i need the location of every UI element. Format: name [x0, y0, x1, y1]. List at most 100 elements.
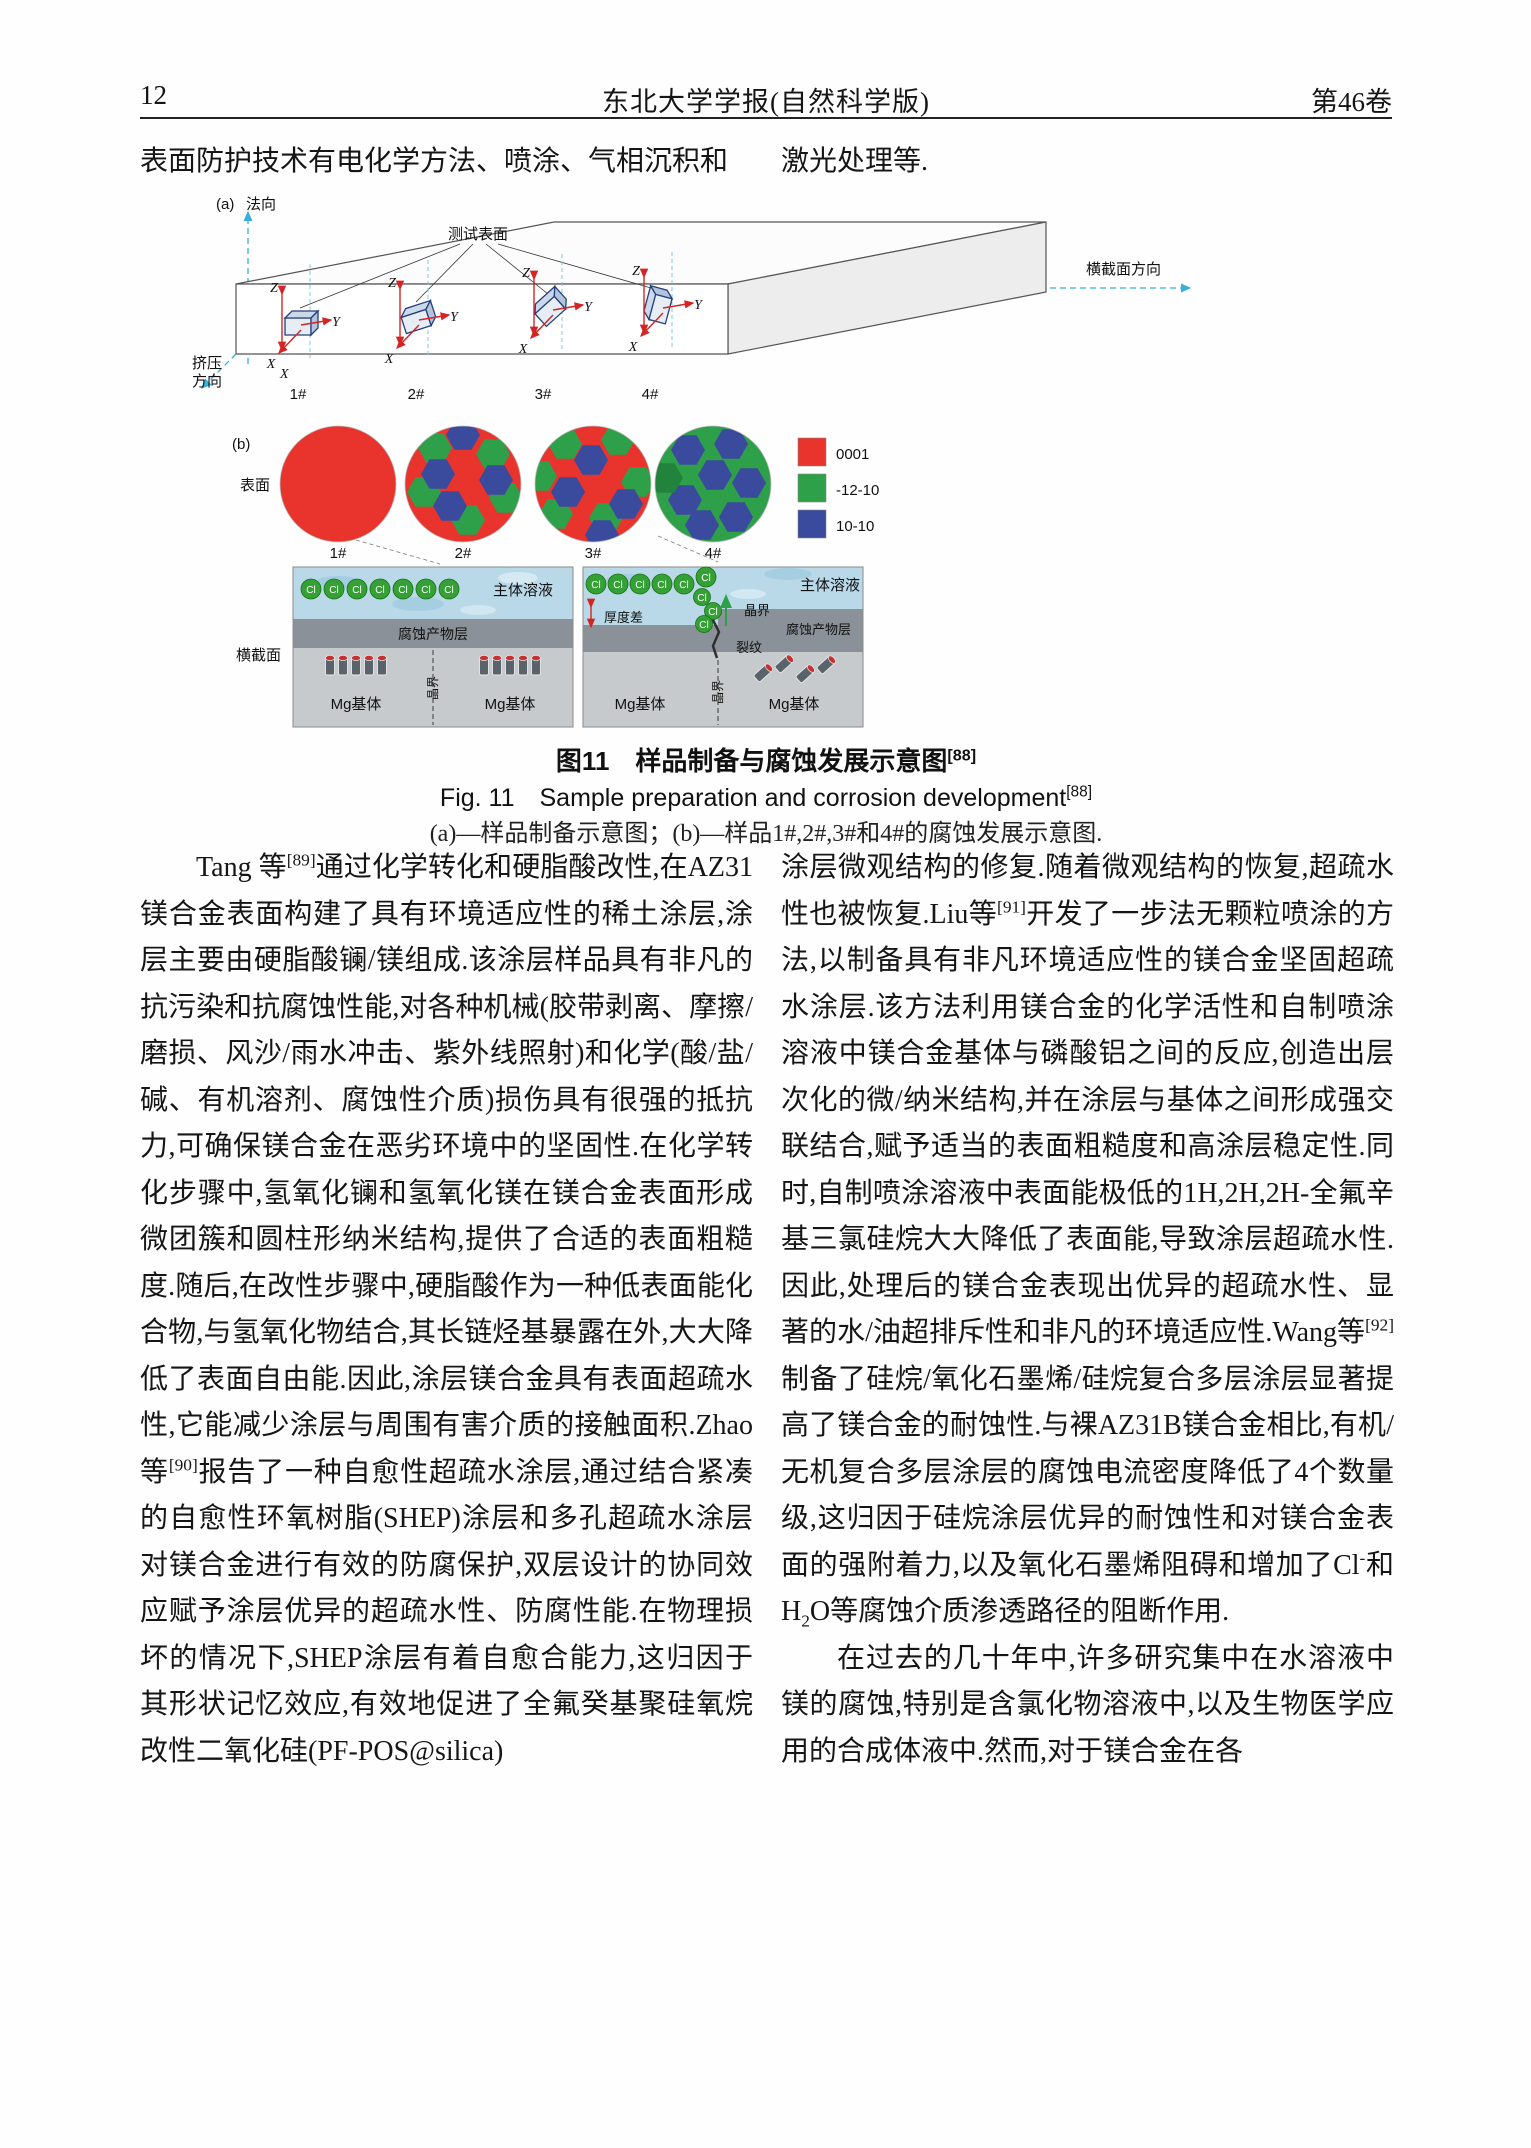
svg-text:Cl: Cl	[613, 580, 622, 591]
surface-map-4-outline	[654, 425, 772, 543]
extrusion-label-1: 挤压	[192, 355, 222, 372]
surface-map-2	[405, 426, 521, 542]
grain-boundary-label: 晶界	[744, 603, 770, 618]
body-column-right: 涂层微观结构的修复.随着微观结构的恢复,超疏水性也被恢复.Liu等[91]开发了…	[781, 845, 1394, 1775]
surface-map-3-outline	[534, 425, 652, 543]
figure-caption-notes-text: (a)—样品制备示意图；(b)—样品1#,2#,3#和4#的腐蚀发展示意图.	[429, 821, 1103, 847]
sample-3-label: 3#	[535, 386, 552, 403]
x-axis-label: X	[266, 357, 276, 372]
leader-line	[485, 243, 549, 295]
leader-line	[497, 243, 659, 291]
crack-label: 裂纹	[736, 640, 762, 655]
figure-caption-cn-text: 图11 样品制备与腐蚀发展示意图	[555, 746, 948, 776]
cross-section-left-panel: Cl Cl Cl Cl Cl Cl Cl 主体溶液 腐蚀产物层 晶界 Mg基体 …	[292, 566, 574, 728]
legend-swatch-0001	[797, 437, 827, 467]
chloride-ions: Cl Cl Cl Cl Cl Cl Cl	[300, 578, 460, 600]
connector-line	[657, 535, 719, 563]
figure-caption-en-ref: [88]	[1066, 783, 1093, 801]
sample-4-label: 4#	[705, 545, 722, 562]
extrusion-label-2: 方向	[192, 373, 222, 390]
grain-boundary-label: 晶界	[711, 680, 725, 704]
svg-text:Cl: Cl	[635, 580, 644, 591]
figure-caption-en-text: Fig. 11 Sample preparation and corrosion…	[439, 784, 1067, 812]
svg-text:Cl: Cl	[306, 585, 315, 596]
figure-caption-cn-ref: [88]	[947, 746, 977, 765]
y-axis-label: Y	[694, 298, 704, 313]
sample-3-label: 3#	[585, 545, 602, 562]
intro-left-text: 表面防护技术有电化学方法、喷涂、气相沉积和	[140, 146, 729, 177]
z-axis-label: Z	[632, 264, 640, 279]
svg-text:Cl: Cl	[421, 585, 430, 596]
mg-matrix-label: Mg基体	[769, 696, 820, 713]
z-axis-label: Z	[270, 281, 278, 296]
leader-line	[299, 243, 461, 309]
legend-label-10-10: 10-10	[836, 518, 874, 535]
body-paragraph: 在过去的几十年中,许多研究集中在水溶液中镁的腐蚀,特别是含氯化物溶液中,以及生物…	[781, 1642, 1394, 1767]
journal-title: 东北大学学报(自然科学版)	[602, 87, 930, 117]
grain-boundary-label: 晶界	[426, 676, 440, 700]
surface-label: 表面	[240, 477, 270, 494]
cross-section-panels: 横截面 Cl Cl Cl Cl Cl Cl Cl	[236, 566, 864, 728]
svg-text:Cl: Cl	[375, 585, 384, 596]
svg-text:Cl: Cl	[352, 585, 361, 596]
y-axis-label: Y	[450, 310, 460, 325]
svg-text:Cl: Cl	[701, 573, 710, 584]
cross-section-label: 横截面	[236, 647, 281, 664]
normal-direction-label: 法向	[246, 196, 276, 213]
surface-map-1	[280, 426, 396, 542]
surface-map-1-outline	[279, 425, 397, 543]
svg-text:Cl: Cl	[444, 585, 453, 596]
sample-2-label: 2#	[455, 545, 472, 562]
intro-lines: 表面防护技术有电化学方法、喷涂、气相沉积和 激光处理等.	[140, 139, 1392, 179]
leader-line	[415, 243, 474, 303]
body-column-left: Tang 等[89]通过化学转化和硬脂酸改性,在AZ31镁合金表面构建了具有环境…	[140, 845, 753, 1775]
legend: 0001 -12-10 10-10	[797, 437, 879, 539]
y-axis-label: Y	[332, 315, 342, 330]
corrosion-product-label: 腐蚀产物层	[786, 622, 851, 637]
figure-caption-cn: 图11 样品制备与腐蚀发展示意图[88]	[140, 741, 1392, 778]
x-axis-label: X	[518, 342, 528, 357]
sample-2-label: 2#	[408, 386, 425, 403]
svg-text:Cl: Cl	[699, 620, 708, 631]
sample-4-label: 4#	[642, 386, 659, 403]
panel-a-label: (a)	[216, 196, 234, 213]
panel-a-sample-preparation: (a) 法向 横截面方向 挤压 方向 X 测试表面	[192, 196, 1192, 403]
z-axis-label: Z	[388, 276, 396, 291]
surface-map-2-outline	[404, 425, 522, 543]
mg-matrix-label: Mg基体	[331, 696, 382, 713]
thickness-difference-label: 厚度差	[604, 610, 643, 625]
figure-caption-en: Fig. 11 Sample preparation and corrosion…	[140, 778, 1392, 814]
panel-b-surfaces: (b) 表面	[232, 425, 879, 565]
block-front-face	[235, 283, 729, 355]
svg-text:Cl: Cl	[679, 580, 688, 591]
extrusion-axis	[201, 353, 237, 389]
bulk-solution-label: 主体溶液	[493, 582, 553, 599]
header-rule	[140, 117, 1392, 119]
volume-label: 第46卷	[1311, 87, 1392, 117]
svg-text:Cl: Cl	[329, 585, 338, 596]
legend-swatch--12-10	[797, 473, 827, 503]
sample-1-label: 1#	[290, 386, 307, 403]
svg-text:Cl: Cl	[657, 580, 666, 591]
svg-text:Cl: Cl	[697, 593, 706, 604]
body-paragraph: 涂层微观结构的修复.随着微观结构的恢复,超疏水性也被恢复.Liu等[91]开发了…	[781, 852, 1394, 1631]
chloride-ions: Cl Cl Cl Cl Cl Cl Cl Cl Cl	[585, 566, 722, 633]
figure-11: (a) 法向 横截面方向 挤压 方向 X 测试表面	[188, 192, 1198, 740]
page-number: 12	[140, 80, 167, 110]
body-paragraph: Tang 等[89]通过化学转化和硬脂酸改性,在AZ31镁合金表面构建了具有环境…	[140, 850, 754, 1767]
x-axis-label: X	[384, 352, 394, 367]
x-axis-label: X	[628, 340, 638, 355]
svg-text:Cl: Cl	[708, 607, 717, 618]
svg-text:Cl: Cl	[591, 580, 600, 591]
connector-line	[355, 539, 441, 565]
legend-swatch-10-10	[797, 509, 827, 539]
panel-b-label: (b)	[232, 436, 250, 453]
figure-11-svg: (a) 法向 横截面方向 挤压 方向 X 测试表面	[192, 196, 1192, 728]
cross-section-direction-label: 横截面方向	[1086, 261, 1161, 278]
sample-1-label: 1#	[330, 545, 347, 562]
extrusion-x-label: X	[279, 367, 289, 382]
z-axis-label: Z	[522, 266, 530, 281]
cross-section-right-panel: Cl Cl Cl Cl Cl Cl Cl Cl Cl 厚度差 晶界 腐蚀产物层 …	[582, 566, 864, 728]
surface-map-3	[535, 426, 651, 542]
